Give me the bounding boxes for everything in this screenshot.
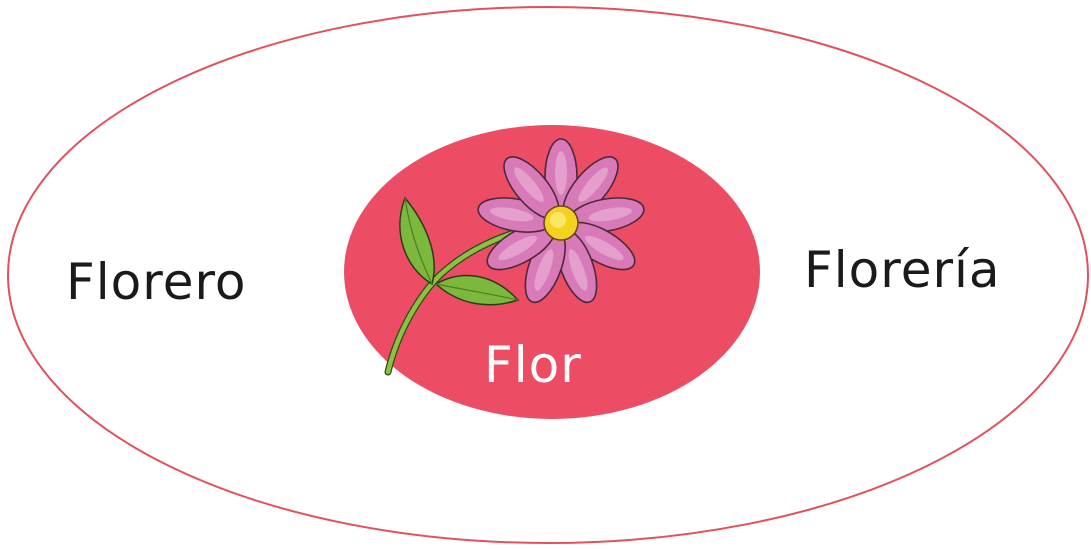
word-center: Flor	[484, 340, 582, 390]
word-left: Florero	[66, 257, 247, 307]
word-right: Florería	[804, 245, 1001, 295]
